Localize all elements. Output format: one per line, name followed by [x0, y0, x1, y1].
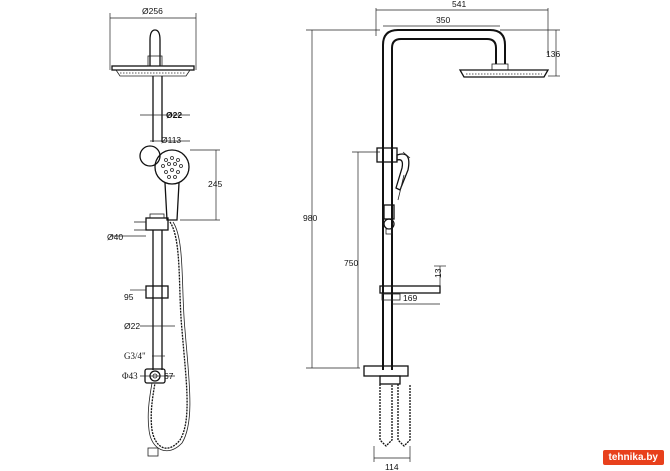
- dim-base-width: 114: [385, 462, 399, 471]
- dim-mixer-height: 750: [344, 258, 358, 268]
- watermark-logo: tehnika.by: [602, 450, 664, 465]
- dim-handshower-diameter: Ø113: [161, 135, 181, 145]
- right-view: 541 350 136 980: [303, 0, 560, 471]
- overhead-arm: [382, 29, 506, 150]
- dim-shelf-height: 13: [433, 268, 443, 278]
- dim-inlet-depth: 67: [164, 371, 174, 381]
- dim-inlet-diameter: Φ43: [122, 371, 138, 381]
- dim-handshower-height: 245: [208, 179, 222, 189]
- hand-shower-side: [376, 147, 411, 201]
- shower-hose: [147, 221, 191, 452]
- holder: [145, 285, 169, 299]
- dim-slider-diameter: Ø40: [107, 232, 123, 242]
- dim-arm-length: 350: [436, 15, 450, 25]
- dim-holder-width: 95: [124, 292, 134, 302]
- left-view: Ø256 Ø22 Ø113: [107, 6, 222, 457]
- dim-lower-pipe-diameter: Ø22: [124, 321, 140, 331]
- dim-thread: G3/4": [124, 351, 146, 361]
- dim-shelf-depth: 169: [403, 293, 417, 303]
- dim-head-diameter: Ø256: [142, 6, 163, 16]
- mixer-body: [363, 365, 411, 447]
- dim-pipe-diameter: Ø22: [166, 110, 182, 120]
- hand-shower: [139, 145, 190, 221]
- rain-head-side: [458, 63, 550, 78]
- dim-head-height: 136: [546, 49, 560, 59]
- slider: [134, 213, 169, 231]
- shelf: [379, 285, 441, 301]
- slider-side: [383, 204, 395, 235]
- rain-shower-head: [111, 29, 195, 77]
- dim-total-width: 541: [452, 0, 466, 9]
- dim-total-height: 980: [303, 213, 317, 223]
